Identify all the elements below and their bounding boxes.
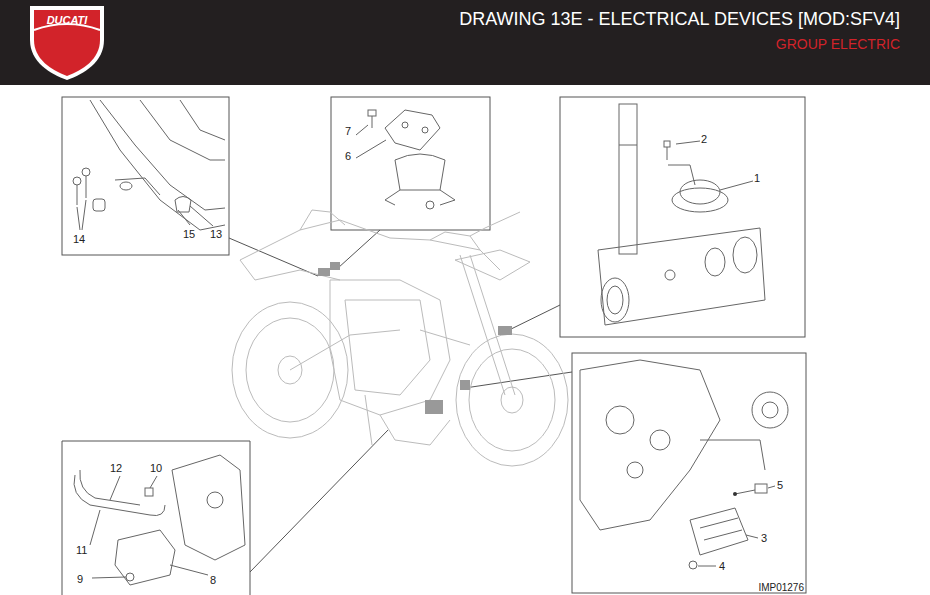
callout-number: 13: [210, 228, 222, 240]
drawing-title: DRAWING 13E - ELECTRICAL DEVICES [MOD:SF…: [459, 10, 900, 30]
callout-number: 3: [761, 532, 767, 544]
callout-number: 15: [183, 228, 195, 240]
callout-number: 11: [76, 544, 87, 556]
callout-number: 14: [73, 233, 85, 245]
callout-number: 5: [777, 479, 783, 491]
callout-number: 10: [150, 462, 162, 474]
callout-number: 8: [210, 574, 216, 586]
callout-number: 4: [719, 560, 725, 572]
callout-number: 12: [110, 462, 122, 474]
image-code: IMP01276: [758, 582, 804, 593]
callout-number: 1: [754, 172, 760, 184]
group-name: GROUP ELECTRIC: [776, 37, 900, 52]
brand-logo-text: DUCATI: [47, 14, 88, 26]
callout-number: 7: [345, 125, 351, 137]
callout-number: 6: [345, 150, 351, 162]
callout-number: 9: [77, 573, 83, 585]
callout-number: 2: [701, 133, 707, 145]
